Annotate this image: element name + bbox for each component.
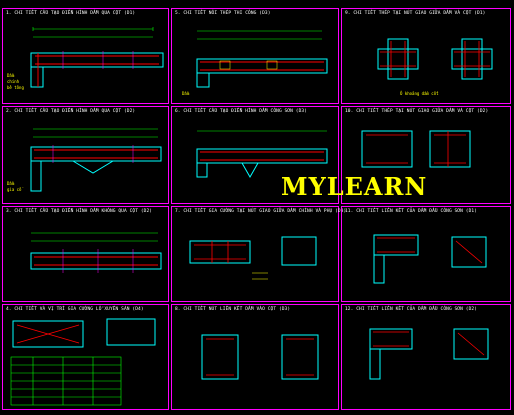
beam-section-drawing xyxy=(30,232,162,273)
svg-text:Dầm: Dầm xyxy=(7,181,15,186)
beam-column-connection-drawing xyxy=(201,334,319,380)
panel-5: 5. CHI TIẾT NỐI THÉP THI CÔNG (D3) Dầm xyxy=(171,8,339,104)
panel-title: 6. CHI TIẾT CẤU TẠO ĐIỂN HÌNH DẦM CÔNG S… xyxy=(175,109,308,114)
panel-title: 1. CHI TIẾT CẤU TẠO ĐIỂN HÌNH DẦM QUA CỘ… xyxy=(6,11,136,16)
watermark: MYLEARN xyxy=(281,172,428,201)
panel-title: 11. CHI TIẾT LIÊN KẾT CỦA DẦM ĐẦU CÔNG S… xyxy=(345,209,478,214)
beam-section-drawing: Dầm gia cố xyxy=(7,128,162,192)
cantilever-beam-drawing xyxy=(196,130,328,179)
panel-3: 3. CHI TIẾT CẤU TẠO ĐIỂN HÌNH DẦM KHÔNG … xyxy=(2,206,169,302)
panel-12: 12. CHI TIẾT LIÊN KẾT CỦA DẦM ĐẦU CÔNG S… xyxy=(341,304,511,410)
panel-title: 3. CHI TIẾT CẤU TẠO ĐIỂN HÌNH DẦM KHÔNG … xyxy=(6,209,153,214)
panel-title: 10. CHI TIẾT THÉP TẠI NÚT GIAO GIỮA DẦM … xyxy=(345,109,489,114)
panel-6: 6. CHI TIẾT CẤU TẠO ĐIỂN HÌNH DẦM CÔNG S… xyxy=(171,106,339,204)
panel-11: 11. CHI TIẾT LIÊN KẾT CỦA DẦM ĐẦU CÔNG S… xyxy=(341,206,511,302)
panel-title: 8. CHI TIẾT NÚT LIÊN KẾT DẦM VÀO CỘT (D3… xyxy=(175,307,291,312)
beam-column-joint-drawing xyxy=(361,130,471,168)
panel-8: 8. CHI TIẾT NÚT LIÊN KẾT DẦM VÀO CỘT (D3… xyxy=(171,304,339,410)
rebar-splice-drawing: Dầm xyxy=(182,30,328,96)
slab-opening-drawing xyxy=(10,318,156,406)
panel-7: 7. CHI TIẾT GIA CƯỜNG TẠI NÚT GIAO GIỮA … xyxy=(171,206,346,302)
panel-title: 12. CHI TIẾT LIÊN KẾT CỦA DẦM ĐẦU CÔNG S… xyxy=(345,307,478,312)
cantilever-connection-drawing xyxy=(369,328,489,380)
panel-1: 1. CHI TIẾT CẤU TẠO ĐIỂN HÌNH DẦM QUA CỘ… xyxy=(2,8,169,104)
panel-9: 9. CHI TIẾT THÉP TẠI NÚT GIAO GIỮA DẦM V… xyxy=(341,8,511,104)
panel-title: 5. CHI TIẾT NỐI THÉP THI CÔNG (D3) xyxy=(175,11,271,16)
secondary-beam-joint-drawing xyxy=(189,236,317,280)
panel-title: 7. CHI TIẾT GIA CƯỜNG TẠI NÚT GIAO GIỮA … xyxy=(175,209,347,214)
svg-text:Dầm: Dầm xyxy=(182,91,190,96)
svg-text:chính: chính xyxy=(7,79,20,84)
cantilever-connection-drawing xyxy=(373,234,487,284)
panel-4: 4. CHI TIẾT VÀ VỊ TRÍ GIA CƯỜNG LỖ XUYÊN… xyxy=(2,304,169,410)
panel-title: 2. CHI TIẾT CẤU TẠO ĐIỂN HÌNH DẦM QUA CỘ… xyxy=(6,109,136,114)
beam-column-joint-drawing: Ô khoảng dầm cốt xyxy=(377,38,493,96)
beam-section-drawing: Dầm chính bê tông xyxy=(7,27,164,90)
panel-10: 10. CHI TIẾT THÉP TẠI NÚT GIAO GIỮA DẦM … xyxy=(341,106,511,204)
panel-2: 2. CHI TIẾT CẤU TẠO ĐIỂN HÌNH DẦM QUA CỘ… xyxy=(2,106,169,204)
svg-text:gia cố: gia cố xyxy=(7,187,23,192)
panel-title: 9. CHI TIẾT THÉP TẠI NÚT GIAO GIỮA DẦM V… xyxy=(345,11,486,16)
svg-text:bê tông: bê tông xyxy=(7,85,24,90)
svg-text:Ô khoảng dầm cốt: Ô khoảng dầm cốt xyxy=(400,91,439,96)
panel-title: 4. CHI TIẾT VÀ VỊ TRÍ GIA CƯỜNG LỖ XUYÊN… xyxy=(6,307,144,312)
svg-text:Dầm: Dầm xyxy=(7,73,15,78)
